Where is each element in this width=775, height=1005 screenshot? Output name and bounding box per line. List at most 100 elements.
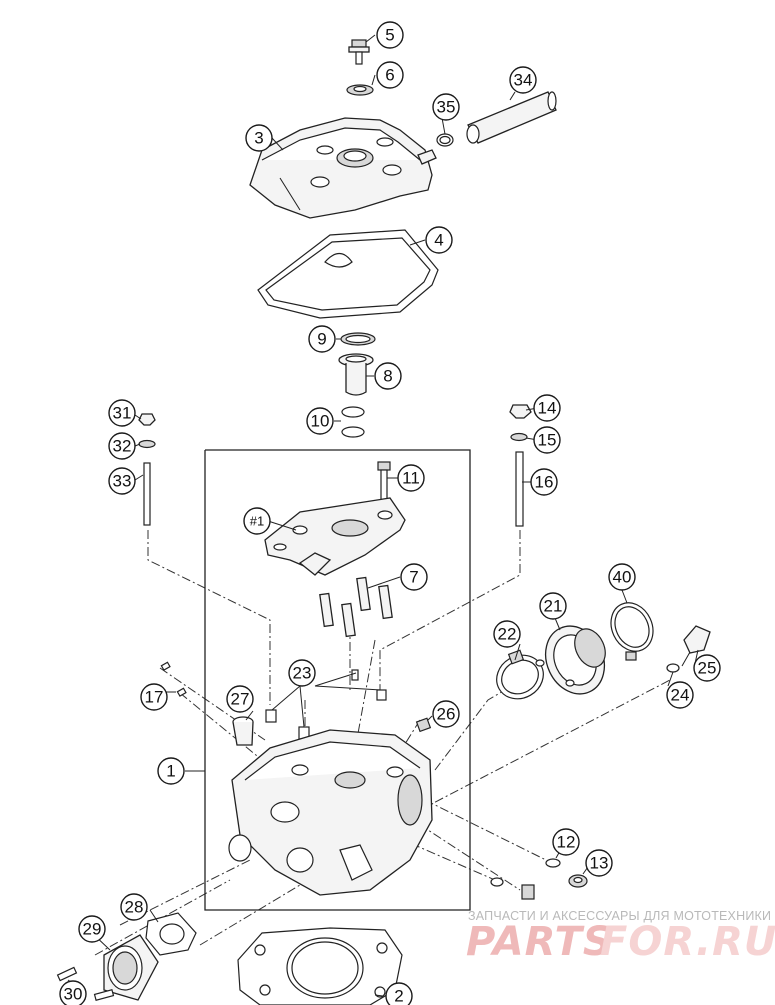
callout-label: 15 [538,431,557,450]
callout-28: 28 [120,893,148,921]
callout-25: 25 [693,654,721,682]
callout-label: 40 [613,568,632,587]
temperature-sensor [666,625,711,673]
callout-label: 4 [434,231,443,250]
callout-30: 30 [59,980,87,1005]
callout-label: 34 [514,71,533,90]
flange-clamp [610,602,654,661]
callout-35: 35 [432,93,460,121]
callout-label: 25 [698,659,717,678]
callout-12: 12 [552,828,580,856]
callout-label: 2 [394,987,403,1005]
callout-label: 9 [317,330,326,349]
hose-clamp [436,133,454,147]
callout-label: 28 [125,898,144,917]
callout-label: 16 [535,473,554,492]
callout-label: 5 [385,26,394,45]
callout-label: 35 [437,98,456,117]
callout-14: 14 [533,394,561,422]
cylinder-head [228,729,433,896]
breather-hose [466,91,557,144]
callout-label: 6 [385,66,394,85]
callout-label: 21 [544,597,563,616]
intake-clamp [496,649,544,700]
callout-label: 10 [311,412,330,431]
plug-screws [160,661,187,697]
small-bolt [490,877,535,900]
callout-24: 24 [666,681,694,709]
callout-9: 9 [308,325,336,353]
callout-40: 40 [608,563,636,591]
bridge-bolt [377,461,391,501]
callout-label: 1 [166,762,175,781]
callouts: 1 2 3 4 5 6 7 8 [59,21,721,1005]
callout-31: 31 [108,399,136,427]
cover-bolt [348,39,370,65]
watermark: ЗАПЧАСТИ И АКСЕССУАРЫ ДЛЯ МОТОТЕХНИКИ PA… [466,909,775,965]
callout-label: 17 [145,688,164,707]
cover-washer [346,84,374,96]
callout-label: 11 [402,469,420,488]
exhaust-flange [103,934,159,1001]
watermark-brand-right: FOR.RU [600,919,775,965]
head-gasket [237,927,403,1005]
camshaft-bridge [264,497,406,576]
o-rings-lower [341,406,365,438]
sleeve [338,353,374,396]
callout-label: 22 [498,625,517,644]
callout-15: 15 [533,426,561,454]
callout-label: 29 [83,920,102,939]
watermark-tagline: ЗАПЧАСТИ И АКСЕССУАРЫ ДЛЯ МОТОТЕХНИКИ [468,909,771,923]
callout-17: 17 [140,683,168,711]
callout-13: 13 [585,849,613,877]
callout-33: 33 [108,467,136,495]
callout-label: 8 [383,367,392,386]
callout-label: 23 [293,664,312,683]
exhaust-gasket [145,912,197,956]
callout-label: 12 [557,833,576,852]
callout-label: #1 [250,514,264,529]
callout-label: 14 [538,399,557,418]
valve-guides [319,576,393,638]
oil-plug [415,717,432,733]
callout-16: 16 [530,468,558,496]
callout-label: 27 [231,690,250,709]
callout-27: 27 [226,685,254,713]
callout-10: 10 [306,407,334,435]
drain-nut [568,874,588,888]
callout-22: 22 [493,620,521,648]
callout-hash-1: #1 [243,507,271,535]
callout-11: 11 [397,464,425,492]
left-stud [138,413,156,526]
callout-6: 6 [376,61,404,89]
callout-label: 30 [64,985,83,1004]
callout-label: 7 [409,568,418,587]
callout-26: 26 [432,700,460,728]
seal-ring [545,858,561,868]
callout-32: 32 [108,432,136,460]
callout-7: 7 [400,563,428,591]
callout-label: 3 [254,129,263,148]
valve-cover [249,117,437,219]
callout-5: 5 [376,21,404,49]
callout-2: 2 [385,982,413,1005]
callout-label: 13 [590,854,609,873]
flange-bolts [56,966,115,1001]
callout-4: 4 [425,226,453,254]
callout-label: 33 [113,472,132,491]
watermark-brand-left: PARTS [466,919,613,965]
callout-label: 32 [113,437,132,456]
right-stud [509,404,532,527]
callout-label: 31 [113,404,132,423]
callout-3: 3 [245,124,273,152]
intake-flange [535,625,606,695]
callout-21: 21 [539,592,567,620]
callout-label: 24 [671,686,690,705]
assembly-group-frame [204,449,471,911]
callout-label: 26 [437,705,456,724]
spark-plug-sleeve [232,716,254,746]
callout-8: 8 [374,362,402,390]
callout-1: 1 [157,757,185,785]
callout-29: 29 [78,915,106,943]
